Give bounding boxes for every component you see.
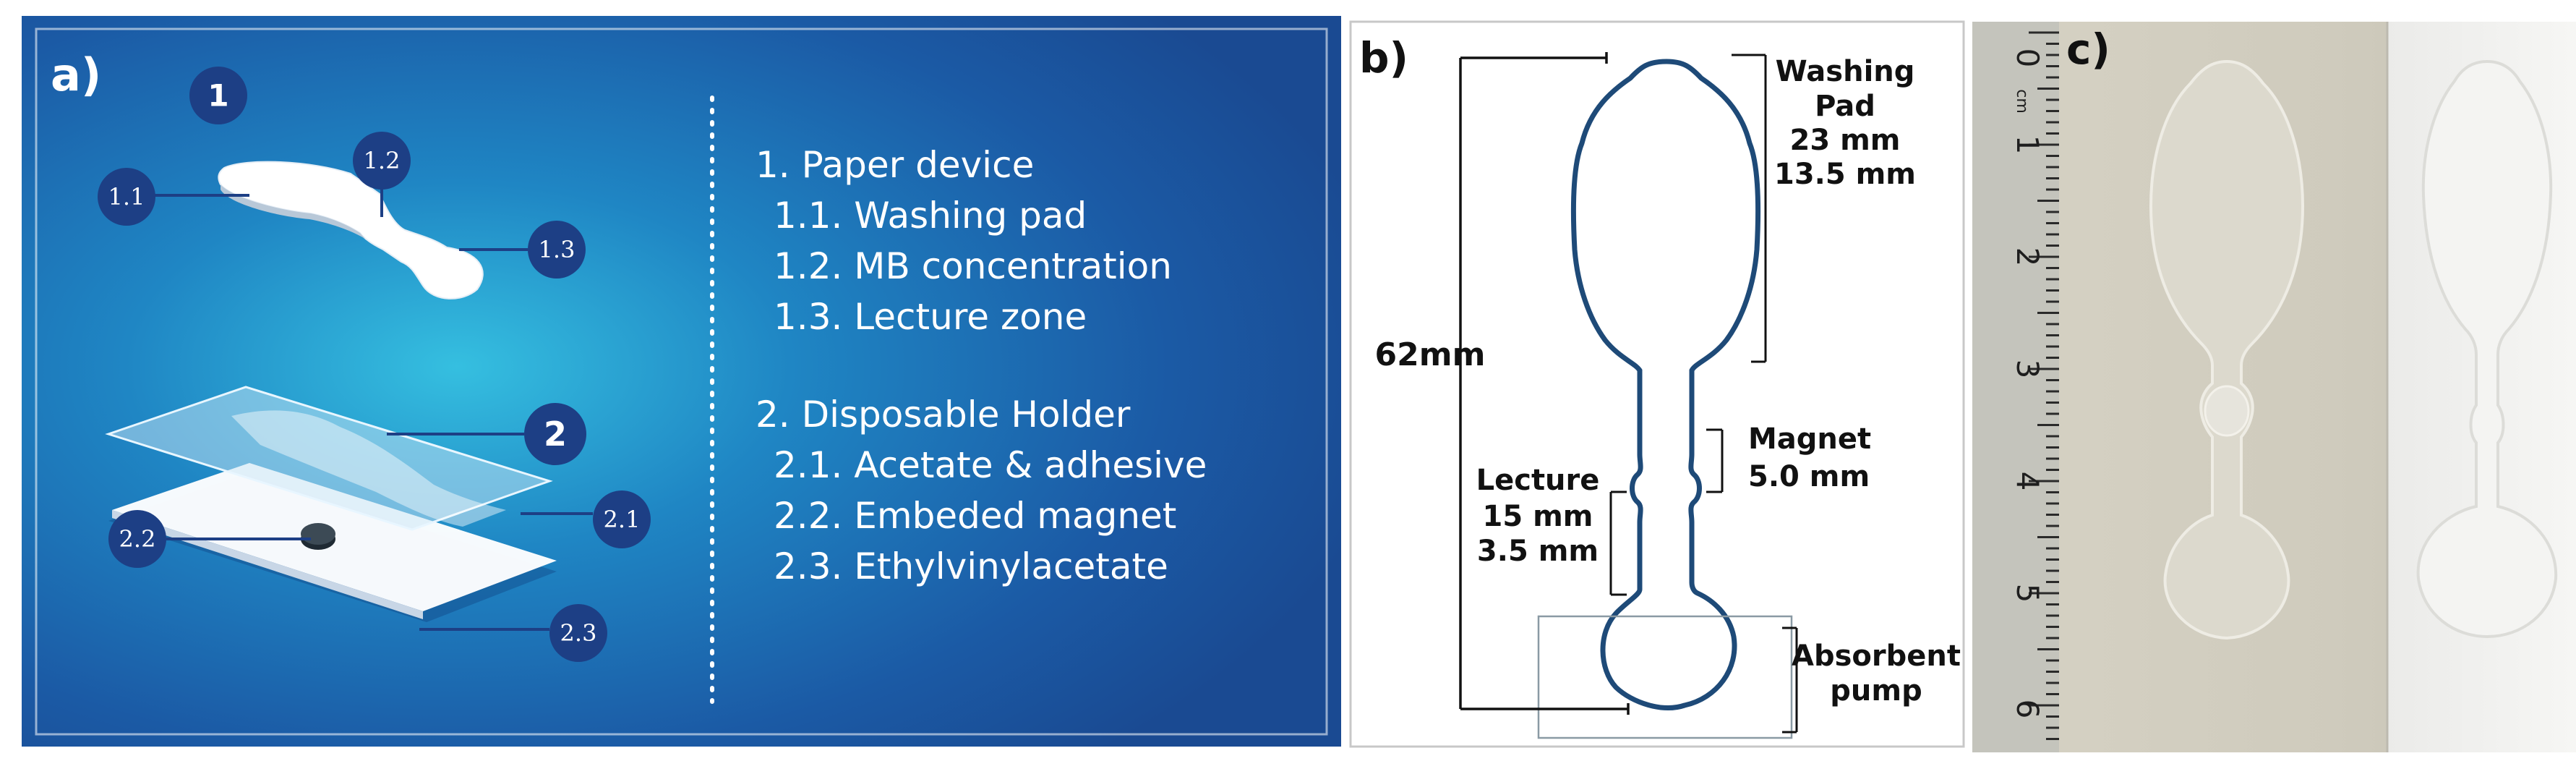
photo-magnet-zone bbox=[2204, 385, 2250, 437]
callout-1: 1 bbox=[189, 67, 247, 124]
legend-item-1-3: 1.3. Lecture zone bbox=[774, 296, 1087, 338]
disposable-holder bbox=[105, 386, 557, 622]
callout-1-2-text: 1.2 bbox=[364, 147, 401, 174]
ruler-ticks bbox=[2029, 31, 2059, 740]
paper-device bbox=[218, 161, 484, 299]
lecture-length-label: 15 mm bbox=[1483, 500, 1593, 533]
legend-item-1-1: 1.1. Washing pad bbox=[774, 195, 1087, 237]
lecture-bracket bbox=[1609, 490, 1627, 596]
ruler-unit: cm bbox=[2013, 89, 2031, 114]
ruler-number-4: 4 bbox=[2010, 472, 2045, 491]
ruler-number-6: 6 bbox=[2010, 700, 2045, 719]
callout-1-3: 1.3 bbox=[528, 221, 586, 279]
callout-2-2-text: 2.2 bbox=[119, 525, 156, 553]
absorbent-labels: Absorbent pump bbox=[1792, 640, 1961, 708]
ruler-number-0: 0 bbox=[2010, 48, 2045, 68]
callout-1-2: 1.2 bbox=[353, 132, 411, 190]
callout-2: 2 bbox=[524, 403, 586, 465]
washing-width-label: 13.5 mm bbox=[1774, 158, 1916, 191]
total-length-label: 62mm bbox=[1375, 336, 1486, 373]
ruler-number-5: 5 bbox=[2010, 584, 2045, 603]
washing-label: Washing bbox=[1776, 55, 1915, 88]
callout-2-1-text: 2.1 bbox=[604, 506, 641, 533]
photo-device-front bbox=[2149, 59, 2305, 640]
callout-1-3-text: 1.3 bbox=[539, 236, 575, 263]
ruler-number-2: 2 bbox=[2010, 247, 2045, 267]
ruler: 0 cm 1 2 3 4 5 6 bbox=[1972, 22, 2059, 752]
callouts: 1 1.1 1.2 1.3 2 2.1 bbox=[98, 67, 651, 662]
panel-a-frame bbox=[35, 27, 1328, 736]
panel-c-label: c) bbox=[2066, 25, 2110, 74]
ruler-labels: 0 cm 1 2 3 4 5 6 bbox=[2010, 48, 2045, 719]
magnet-labels: Magnet 5.0 mm bbox=[1748, 422, 1871, 493]
panel-b-frame bbox=[1349, 20, 1965, 748]
legend-item-2-3: 2.3. Ethylvinylacetate bbox=[774, 545, 1168, 587]
panel-b: b) 62mm Washing Pad 23 mm 13.5 mm bbox=[1349, 20, 1965, 748]
ruler-body bbox=[1972, 22, 2059, 752]
callout-1-1-text: 1.1 bbox=[108, 183, 145, 211]
panel-a-background bbox=[22, 16, 1341, 747]
callout-1-1: 1.1 bbox=[98, 168, 155, 226]
callout-2-1: 2.1 bbox=[593, 490, 651, 548]
paper-device-edge bbox=[221, 184, 365, 239]
washing-pad-bracket bbox=[1732, 54, 1767, 363]
device-outline bbox=[1570, 59, 1761, 710]
lecture-label: Lecture bbox=[1476, 464, 1600, 497]
embedded-magnet-top bbox=[301, 523, 335, 545]
ruler-number-1: 1 bbox=[2010, 135, 2045, 155]
absorbent-label: Absorbent bbox=[1792, 640, 1961, 673]
legend-group1-title: 1. Paper device bbox=[756, 144, 1034, 186]
photo-device-back bbox=[2416, 59, 2558, 639]
panel-a: a) 1 bbox=[22, 16, 1341, 747]
total-length-bracket bbox=[1459, 52, 1630, 715]
legend-item-1-2: 1.2. MB concentration bbox=[774, 245, 1172, 287]
callout-2-2: 2.2 bbox=[108, 510, 166, 568]
panel-c: 0 cm 1 2 3 4 5 6 c) bbox=[1972, 22, 2576, 752]
magnet-size-label: 5.0 mm bbox=[1748, 460, 1870, 493]
pump-label: pump bbox=[1830, 674, 1922, 708]
washing-length-label: 23 mm bbox=[1790, 124, 1901, 157]
absorbent-bracket bbox=[1782, 626, 1798, 734]
callout-2-3-text: 2.3 bbox=[560, 619, 597, 647]
eva-layer-edge bbox=[112, 510, 423, 619]
panel-a-label: a) bbox=[51, 48, 101, 101]
callout-1-text: 1 bbox=[207, 78, 228, 114]
device-recess bbox=[231, 410, 506, 527]
magnet-label: Magnet bbox=[1748, 422, 1871, 456]
legend-item-2-1: 2.1. Acetate & adhesive bbox=[774, 444, 1207, 486]
paper-device-shape bbox=[218, 161, 484, 299]
lecture-labels: Lecture 15 mm 3.5 mm bbox=[1476, 464, 1600, 568]
legend: 1. Paper device 1.1. Washing pad 1.2. MB… bbox=[756, 144, 1207, 587]
absorbent-pump-box bbox=[1537, 615, 1793, 739]
washing-pad-labels: Washing Pad 23 mm 13.5 mm bbox=[1774, 55, 1916, 191]
acetate-layer bbox=[105, 386, 553, 531]
legend-item-2-2: 2.2. Embeded magnet bbox=[774, 495, 1176, 537]
callout-2-3: 2.3 bbox=[549, 604, 607, 662]
lecture-width-label: 3.5 mm bbox=[1477, 535, 1599, 568]
magnet-bracket bbox=[1706, 428, 1724, 493]
panel-b-label: b) bbox=[1359, 33, 1408, 82]
callout-2-text: 2 bbox=[544, 415, 567, 454]
legend-group2-title: 2. Disposable Holder bbox=[756, 394, 1131, 436]
ruler-number-3: 3 bbox=[2010, 360, 2045, 379]
pad-label: Pad bbox=[1815, 90, 1875, 123]
